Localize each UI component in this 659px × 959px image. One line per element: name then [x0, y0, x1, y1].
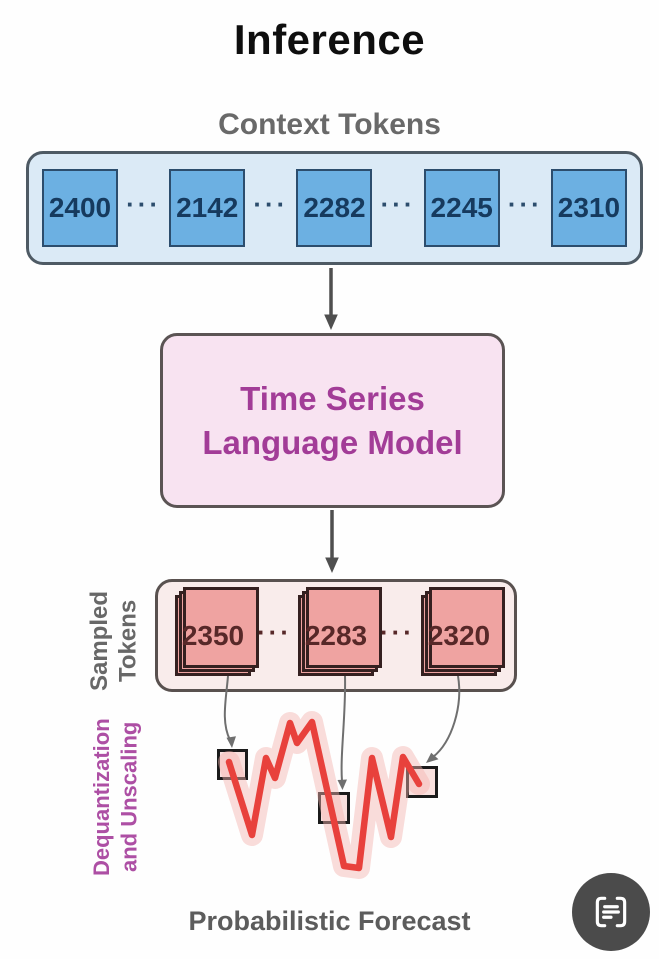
forecast-caption: Probabilistic Forecast — [188, 906, 471, 936]
model-label-line1: Time Series — [240, 379, 425, 417]
forecast-sample-box-2 — [318, 792, 350, 824]
ellipsis: ··· — [257, 617, 292, 647]
dequantization-unscaling-label: Dequantization and Unscaling — [89, 718, 142, 876]
arrow-model-to-sampled — [325, 510, 339, 573]
ellipsis: ··· — [253, 188, 289, 219]
page-title: Inference — [233, 16, 426, 63]
sampled-tokens-container: 2350 ··· 2283 ··· 2320 — [155, 579, 517, 692]
model-label-line2: Language Model — [202, 423, 463, 461]
context-tokens-container: 2400 ··· 2142 ··· 2282 ··· 2245 ··· 2310 — [26, 151, 643, 265]
context-token: 2245 — [423, 169, 500, 247]
context-token: 2142 — [169, 169, 246, 247]
ellipsis: ··· — [380, 188, 416, 219]
forecast-sample-box-3 — [406, 766, 438, 798]
context-tokens-heading: Context Tokens — [218, 108, 441, 141]
sampled-token-card: 2350 — [175, 595, 251, 676]
sampled-token-card: 2283 — [297, 595, 374, 676]
context-token: 2400 — [42, 169, 118, 247]
sampled-tokens-label: Sampled Tokens — [86, 590, 142, 692]
ellipsis: ··· — [379, 617, 415, 647]
sampled-token-card: 2320 — [420, 595, 497, 676]
connector-card2-to-box2 — [337, 675, 347, 790]
context-token: 2310 — [550, 169, 627, 247]
ellipsis: ··· — [507, 188, 543, 219]
time-series-language-model-box: Time Series Language Model — [160, 333, 505, 508]
ellipsis: ··· — [126, 188, 162, 219]
lens-button[interactable] — [572, 873, 650, 951]
scan-text-icon — [595, 896, 627, 928]
context-token: 2282 — [296, 169, 373, 247]
forecast-sample-box-1 — [217, 749, 248, 780]
arrow-context-to-model — [324, 268, 338, 330]
